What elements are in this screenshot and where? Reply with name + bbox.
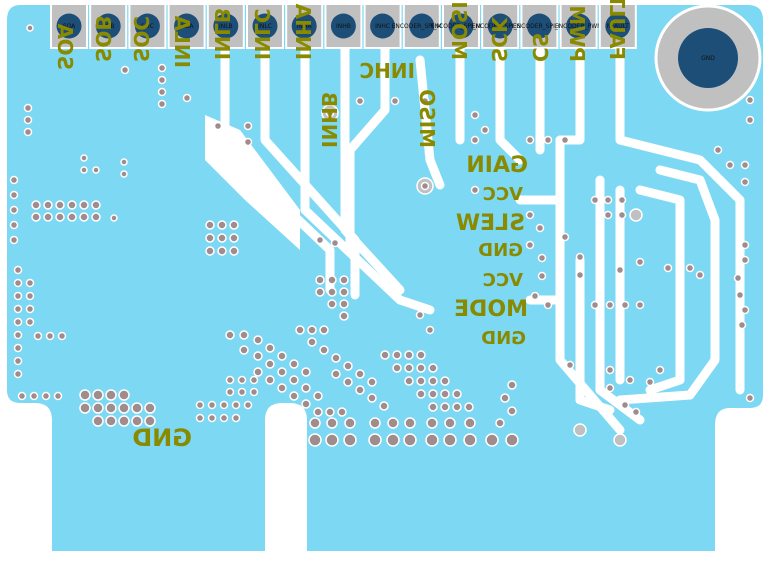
pad-drill	[409, 13, 435, 39]
pad-label: INLA	[180, 23, 195, 30]
pad-label: INLB	[219, 23, 233, 30]
pad-label: INLC	[258, 23, 272, 30]
pad-drill	[213, 13, 239, 39]
silk-vcc-2: VCC	[483, 270, 523, 291]
silk-slew: SLEW	[456, 211, 525, 236]
pad-drill	[566, 13, 592, 39]
silk-soa: SOA	[53, 23, 77, 70]
silk-inlc: INLC	[250, 8, 274, 60]
pad-label: ENCODER_SPI_MOSI	[431, 23, 492, 30]
silk-sck: SCK	[487, 16, 511, 62]
header-pad-inhb[interactable]: INHB	[324, 3, 363, 49]
silk-gain: GAIN	[466, 153, 528, 178]
pad-drill	[134, 13, 160, 39]
pad-drill	[174, 13, 200, 39]
header-pad-enc4[interactable]: ENCODER_SPI_CS	[513, 3, 566, 49]
silk-inlb: INLB	[210, 8, 234, 60]
pad-label: SOC	[141, 23, 154, 30]
pad-label: ENCODER_SPI_MISO	[392, 23, 453, 30]
silk-mosi: MOSI	[447, 1, 471, 60]
header-pad-pwm[interactable]: ENCODER_PWM	[555, 3, 603, 49]
gnd-pad-label: GND	[701, 55, 715, 62]
header-pad-soa[interactable]: SOA	[50, 3, 88, 49]
pad-drill	[448, 13, 474, 39]
pad-label: INHA	[297, 23, 313, 30]
pad-label: INHB	[336, 23, 351, 30]
silk-inhc: INHC	[359, 59, 415, 83]
silk-gnd-big: GND	[132, 424, 192, 452]
silk-soc: SOC	[129, 16, 153, 62]
silkscreen-layer: SOA SOB SOC INLA INLB INLC INHA INHB INH…	[53, 0, 629, 452]
pad-label: ENCODER_SPI_SCK	[472, 23, 530, 30]
header-pad-inha[interactable]: INHA	[285, 3, 324, 49]
silk-gnd-2: GND	[481, 328, 526, 349]
pad-label: NFAULT	[607, 23, 629, 30]
header-pad-fault[interactable]: NFAULT	[598, 3, 637, 49]
gnd-mounting-pad[interactable]: GND	[654, 4, 762, 112]
pad-drill	[605, 13, 631, 39]
pad-drill	[330, 13, 356, 39]
pad-drill	[95, 13, 121, 39]
silk-fault: FAULT	[605, 0, 629, 60]
silk-vcc-1: VCC	[483, 184, 523, 205]
header-pad-enc3[interactable]: ENCODER_SPI_SCK	[472, 3, 530, 49]
pad-label: ENCODER_SPI_CS	[513, 23, 566, 30]
silk-inha: INHA	[291, 3, 315, 60]
pad-label: ENCODER_PWM	[555, 23, 603, 30]
pad-drill	[56, 13, 82, 39]
silk-gnd-1: GND	[478, 240, 523, 261]
pad-drill	[291, 13, 317, 39]
header-pad-enc1[interactable]: ENCODER_SPI_MISO	[392, 3, 453, 49]
silk-cs: CS	[528, 33, 552, 62]
silk-inhb: INHB	[317, 92, 341, 148]
pad-drill	[370, 13, 396, 39]
pad-label: SOB	[102, 23, 115, 30]
pad-label: INHC	[375, 23, 390, 30]
pad-drill	[526, 13, 552, 39]
header-pad-inla[interactable]: INLA	[167, 3, 206, 49]
pad-drill	[252, 13, 278, 39]
silk-mode: MODE	[454, 297, 528, 322]
silk-miso: MISO	[415, 89, 439, 148]
silk-inla: INLA	[170, 15, 194, 68]
pad-drill	[487, 13, 513, 39]
header-pad-inhc[interactable]: INHC	[363, 3, 402, 49]
silk-pwm: PWM	[565, 5, 589, 62]
header-pad-inlb[interactable]: INLB	[206, 3, 245, 49]
header-pad-inlc[interactable]: INLC	[246, 3, 284, 49]
header-pad-enc2[interactable]: ENCODER_SPI_MOSI	[431, 3, 492, 49]
via-field	[9, 24, 755, 447]
header-pad-soc[interactable]: SOC	[128, 3, 167, 49]
pad-label: SOA	[63, 23, 76, 30]
keepout-area	[205, 115, 300, 250]
header-pad-sob[interactable]: SOB	[89, 3, 128, 49]
silk-sob: SOB	[91, 15, 115, 62]
